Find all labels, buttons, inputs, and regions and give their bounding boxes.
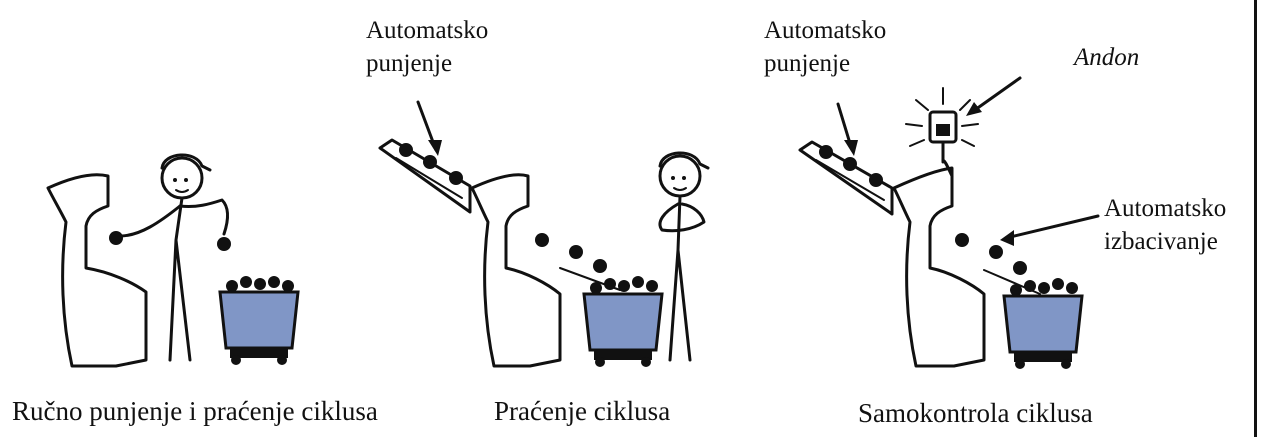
caption-panel-1: Ručno punjenje i praćenje ciklusa [12,396,378,426]
caption-panel-2: Praćenje ciklusa [494,396,671,426]
label-line-1: Automatsko [1104,195,1227,222]
panel-1-manual-loading [46,153,300,368]
auto-loading-label-3: Automatsko punjenje [764,14,886,80]
label-line-2: izbacivanje [1104,228,1218,255]
operator-2 [658,151,710,362]
feed-chute-2 [378,138,472,214]
machine-3 [892,166,986,368]
operator-1 [118,153,230,362]
andon-light [905,87,979,164]
panel-2-cycle-monitoring [378,100,710,368]
feed-chute-3 [798,140,894,216]
panel-3-self-monitoring [798,76,1100,369]
right-border-line [1254,0,1257,437]
auto-loading-label-2: Automatsko punjenje [366,14,488,80]
bin-1 [218,276,300,365]
label-line-2: punjenje [764,50,851,77]
caption-panel-3: Samokontrola ciklusa [858,398,1093,428]
part-in-hand-1 [109,231,123,245]
label-line-1: Automatsko [366,17,489,44]
label-line-1: Automatsko [764,17,887,44]
part-dropping-1 [217,237,231,251]
machine-2 [470,173,562,368]
auto-ejection-label: Automatsko izbacivanje [1104,192,1226,258]
bin-3 [1002,278,1084,369]
label-line-2: punjenje [366,50,453,77]
machine-1 [46,173,148,368]
bin-2 [582,276,664,367]
andon-label: Andon [1074,44,1140,71]
